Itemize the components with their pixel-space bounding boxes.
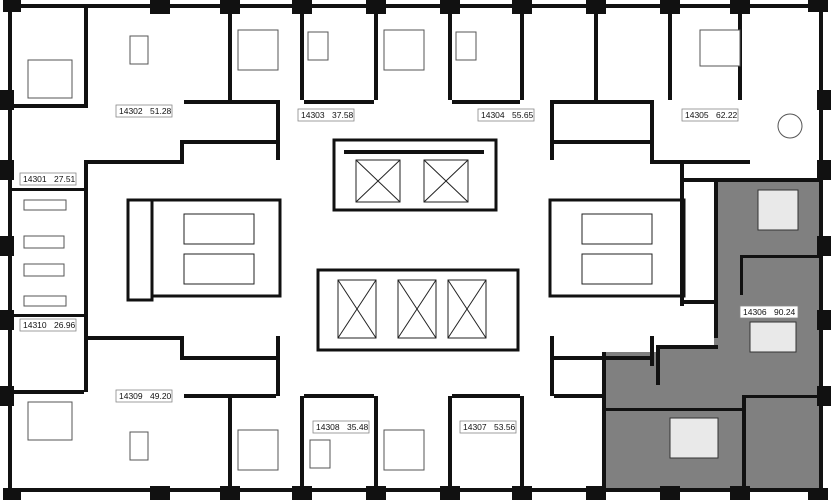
unit-id-14302: 14302 — [119, 106, 143, 116]
unit-id-14307: 14307 — [463, 422, 487, 432]
interior-walls — [12, 8, 820, 488]
unit-label-14306[interactable]: 14306 90.24 — [739, 305, 799, 319]
unit-label-14305[interactable]: 14305 62.22 — [681, 108, 739, 122]
unit-label-14301[interactable]: 14301 27.51 — [19, 172, 77, 186]
unit-14306-highlight[interactable] — [606, 182, 820, 492]
building-core — [126, 138, 686, 352]
furniture — [23, 29, 803, 471]
unit-label-14310[interactable]: 14310 26.96 — [19, 318, 77, 332]
unit-label-14307[interactable]: 14307 53.56 — [459, 420, 517, 434]
unit-area-14304: 55.65 — [512, 110, 534, 120]
unit-label-14304[interactable]: 14304 55.65 — [477, 108, 535, 122]
unit-area-14302: 51.28 — [150, 106, 172, 116]
unit-area-14310: 26.96 — [54, 320, 76, 330]
unit-id-14309: 14309 — [119, 391, 143, 401]
unit-label-14302[interactable]: 14302 51.28 — [115, 104, 173, 118]
unit-label-14303[interactable]: 14303 37.58 — [297, 108, 355, 122]
unit-area-14303: 37.58 — [332, 110, 354, 120]
unit-id-14303: 14303 — [301, 110, 325, 120]
unit-id-14308: 14308 — [316, 422, 340, 432]
unit-label-14309[interactable]: 14309 49.20 — [115, 389, 173, 403]
unit-id-14305: 14305 — [685, 110, 709, 120]
unit-id-14301: 14301 — [23, 174, 47, 184]
unit-id-14310: 14310 — [23, 320, 47, 330]
unit-area-14301: 27.51 — [54, 174, 76, 184]
unit-area-14306: 90.24 — [774, 307, 796, 317]
unit-label-14308[interactable]: 14308 35.48 — [312, 420, 370, 434]
unit-area-14308: 35.48 — [347, 422, 369, 432]
unit-id-14304: 14304 — [481, 110, 505, 120]
unit-id-14306: 14306 — [743, 307, 767, 317]
unit-area-14307: 53.56 — [494, 422, 516, 432]
unit-area-14305: 62.22 — [716, 110, 738, 120]
unit-area-14309: 49.20 — [150, 391, 172, 401]
